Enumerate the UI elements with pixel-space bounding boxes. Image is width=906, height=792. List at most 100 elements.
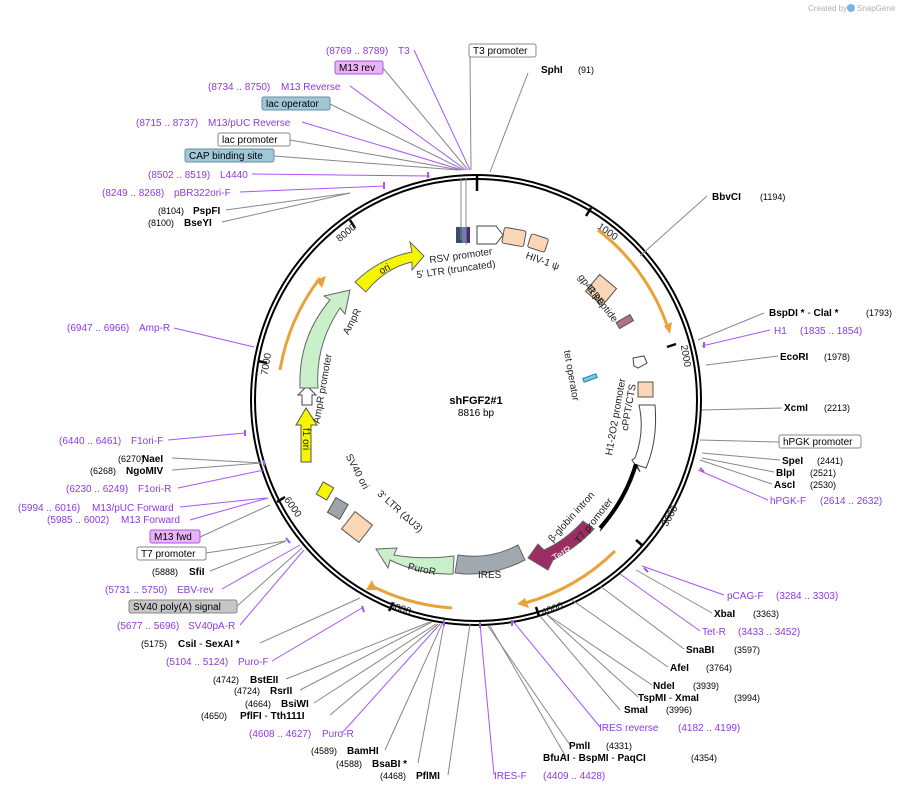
annot-naei: NaeI xyxy=(142,454,163,465)
annot-sv40par-range: (5677 .. 5696) xyxy=(117,621,179,632)
annot-cap-binding: CAP binding site xyxy=(189,151,263,162)
annot-lac-promoter: lac promoter xyxy=(222,135,278,146)
annot-t3: T3 xyxy=(398,46,410,57)
arc-tetr-orange xyxy=(524,549,617,605)
annot-pflfi: PflFI - Tth111I xyxy=(240,711,305,722)
annot-h1-range: (1835 .. 1854) xyxy=(800,326,862,337)
plasmid-length: 8816 bp xyxy=(458,408,495,419)
annot-bsabi: BsaBI * xyxy=(372,759,407,770)
feature-ires-box xyxy=(454,544,526,575)
feature-f1-ori-arrow xyxy=(295,407,318,463)
snapgene-logo-icon xyxy=(847,4,855,12)
annot-puror-range: (4608 .. 4627) xyxy=(249,729,311,740)
tick-6000: 6000 xyxy=(281,495,303,520)
backbone xyxy=(250,174,702,626)
annot-pbr322: pBR322ori-F xyxy=(174,188,231,199)
feature-label-f1-ori: f1 ori xyxy=(300,428,311,450)
annot-blpi: BlpI xyxy=(776,468,795,479)
annot-xbai: XbaI xyxy=(714,609,735,620)
tick-8000: 8000 xyxy=(335,222,359,245)
annot-iresf: IRES-F xyxy=(494,771,527,782)
orange-feature-arcs xyxy=(278,228,670,610)
annot-ires-reverse: IRES reverse xyxy=(599,723,659,734)
annot-xcmi-num: (2213) xyxy=(824,403,850,413)
feature-h1-promoter-arrow xyxy=(631,404,657,473)
annot-bseyi-num: (8100) xyxy=(148,218,174,228)
feature-glyphs xyxy=(295,225,657,575)
annot-lac-operator: lac operator xyxy=(266,99,319,110)
annot-pcagf: pCAG-F xyxy=(727,591,764,602)
annot-ires-reverse-range: (4182 .. 4199) xyxy=(678,723,740,734)
annot-naei-num: (6270) xyxy=(118,454,144,464)
annot-pspfi-num: (8104) xyxy=(158,206,184,216)
feature-label-3-ltr: 3' LTR (ΔU3) xyxy=(375,489,425,536)
feature-tetr-arrow xyxy=(527,520,595,571)
annot-ecori-num: (1978) xyxy=(824,352,850,362)
annot-l4440: L4440 xyxy=(220,170,248,181)
annot-bbvci-num: (1194) xyxy=(760,192,785,202)
site-marks xyxy=(244,172,705,628)
arc-rre-orange xyxy=(597,228,670,329)
feature-ori-arrow xyxy=(354,240,425,293)
tick-5000: 5000 xyxy=(388,600,413,617)
orange-arc-arrowheads xyxy=(316,276,672,608)
credit-brand: SnapGene xyxy=(857,4,896,13)
feature-sv40-polya-box xyxy=(326,496,349,520)
annot-purof-range: (5104 .. 5124) xyxy=(166,657,228,668)
annot-m13-rev: M13 rev xyxy=(339,63,375,74)
annot-m13puc-reverse: M13/pUC Reverse xyxy=(208,118,291,129)
feature-label-tet-operator: tet operator xyxy=(561,350,581,403)
snapgene-credit: Created by SnapGene xyxy=(808,4,896,13)
feature-cppt-box xyxy=(637,381,654,398)
credit-label: Created by xyxy=(808,4,847,13)
annot-puror: Puro-R xyxy=(322,729,354,740)
tick-2000: 2000 xyxy=(678,344,693,368)
feature-ampr-arrow xyxy=(299,289,351,389)
annot-ndei: NdeI xyxy=(653,681,675,692)
annot-pmli: PmlI xyxy=(569,741,590,752)
annot-m13-reverse: M13 Reverse xyxy=(281,82,341,93)
annot-csii-num: (5175) xyxy=(141,639,167,649)
feature-rre-box xyxy=(584,273,618,307)
annot-xbai-num: (3363) xyxy=(753,609,779,619)
feature-ltr3-box xyxy=(340,510,374,544)
annot-bfuai-num: (4354) xyxy=(691,753,717,763)
annot-bseyi: BseYI xyxy=(184,218,212,229)
annot-l4440-range: (8502 .. 8519) xyxy=(148,170,210,181)
annot-rsrii: RsrII xyxy=(270,686,292,697)
feature-block-dark xyxy=(456,227,462,243)
annot-bsteii: BstEII xyxy=(250,675,279,686)
annot-afei-num: (3764) xyxy=(706,663,732,673)
feature-label-ires: IRES xyxy=(478,570,502,581)
annot-iresf-range: (4409 .. 4428) xyxy=(543,771,605,782)
annot-t7-promoter: T7 promoter xyxy=(141,549,196,560)
annot-pspfi: PspFI xyxy=(193,206,220,217)
annot-pbr322-range: (8249 .. 8268) xyxy=(102,188,164,199)
annot-bamhi: BamHI xyxy=(347,746,379,757)
annot-tspmi: TspMI - XmaI xyxy=(638,693,699,704)
feature-hiv-box-1 xyxy=(501,227,527,247)
annot-asci-num: (2530) xyxy=(810,480,836,490)
annot-bamhi-num: (4589) xyxy=(311,746,337,756)
annot-bsabi-num: (4588) xyxy=(336,759,362,769)
annot-smai-num: (3996) xyxy=(666,705,692,715)
annot-spei: SpeI xyxy=(782,456,803,467)
annot-bspdi-num: (1793) xyxy=(866,308,892,318)
annot-m13-reverse-range: (8734 .. 8750) xyxy=(208,82,270,93)
annot-bsiwi: BsiWI xyxy=(281,699,309,710)
annot-hpgkf-range: (2614 .. 2632) xyxy=(820,496,882,507)
annot-m13puc-fwd: M13/pUC Forward xyxy=(92,503,174,514)
arc-amp-orange xyxy=(278,277,322,371)
tick-3000: 3000 xyxy=(660,504,681,529)
annot-ecori: EcoRI xyxy=(780,352,809,363)
annot-rsrii-num: (4724) xyxy=(234,686,260,696)
feature-label-ori: ori xyxy=(377,262,392,277)
annot-t3-range: (8769 .. 8789) xyxy=(326,46,388,57)
annot-sv40-polya: SV40 poly(A) signal xyxy=(133,602,221,613)
tick-4000: 4000 xyxy=(540,600,565,618)
feature-hiv-box-2 xyxy=(527,233,549,253)
annot-sphi: SphI xyxy=(541,65,563,76)
annot-tspmi-num: (3994) xyxy=(734,693,760,703)
